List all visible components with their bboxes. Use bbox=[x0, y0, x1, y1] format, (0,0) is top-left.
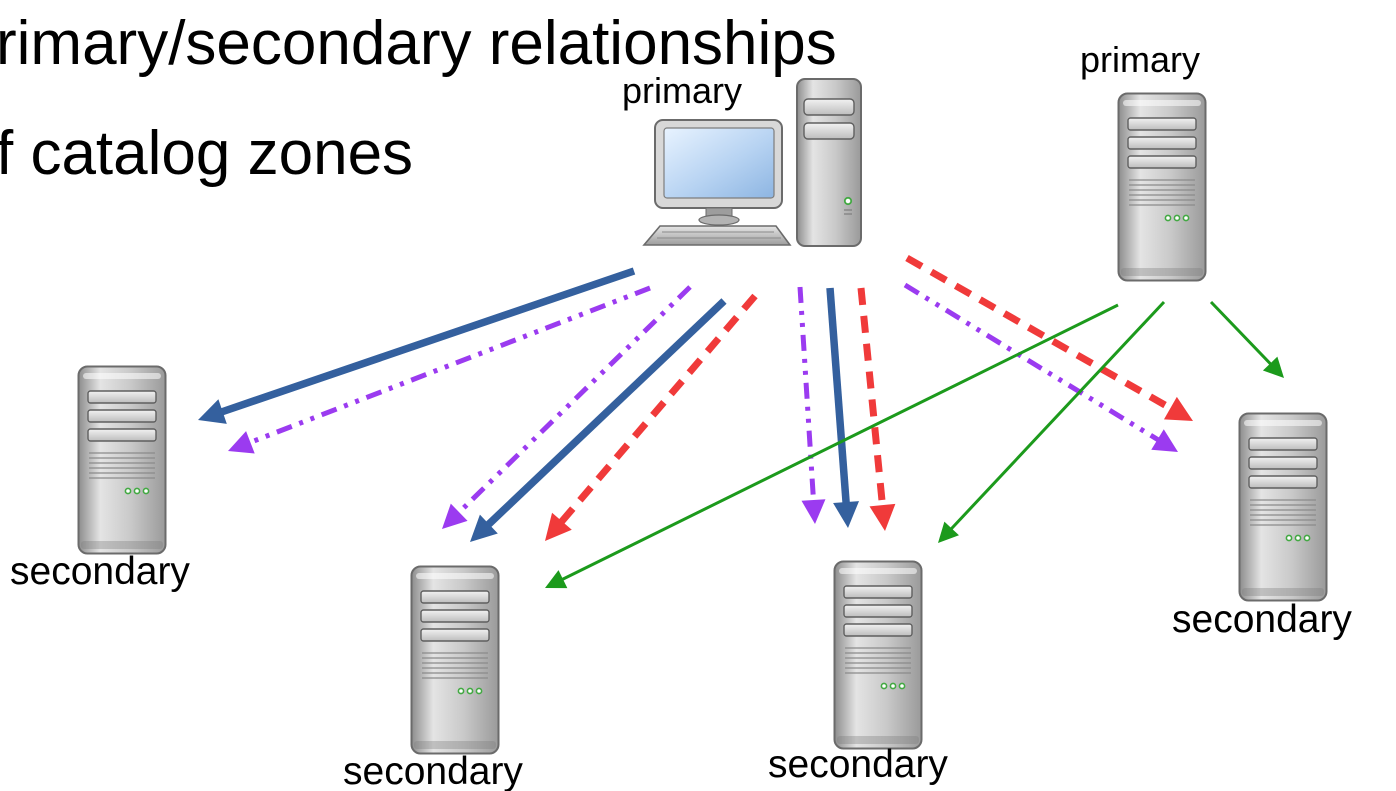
arrow-green-thin-secondary-mid-right bbox=[949, 300, 1166, 531]
secondary-right-label: secondary bbox=[1172, 598, 1352, 641]
arrow-red-dashed-secondary-right bbox=[905, 254, 1174, 413]
primary-workstation-label: primary bbox=[622, 70, 742, 111]
connection-arrows bbox=[198, 254, 1284, 589]
arrow-purple-dash-dot-secondary-mid-right bbox=[797, 286, 817, 503]
arrowhead bbox=[228, 431, 255, 454]
arrowhead bbox=[938, 521, 959, 543]
arrowhead bbox=[545, 570, 568, 589]
arrowhead bbox=[1163, 396, 1193, 421]
arrowhead bbox=[545, 512, 572, 541]
primary-server-label: primary bbox=[1080, 39, 1200, 80]
arrowhead bbox=[801, 499, 826, 524]
arrowhead bbox=[833, 501, 860, 528]
secondary-mid-right-label: secondary bbox=[768, 743, 948, 786]
arrow-red-dashed-secondary-mid-left bbox=[557, 293, 758, 526]
primary-workstation: primary bbox=[622, 70, 862, 247]
secondary-mid-left-label: secondary bbox=[343, 750, 523, 791]
arrow-purple-dash-dot-secondary-left bbox=[247, 285, 651, 446]
arrow-purple-dash-dot-secondary-right bbox=[903, 282, 1161, 443]
arrow-purple-dash-dot-secondary-mid-left bbox=[455, 285, 692, 516]
desktop-computer-with-tower-icon bbox=[642, 78, 862, 247]
secondary-left-label: secondary bbox=[10, 550, 190, 593]
primary-server: primary bbox=[1080, 39, 1207, 282]
title-line-2: f catalog zones bbox=[0, 119, 413, 188]
arrow-green-thin-secondary-right bbox=[1209, 300, 1273, 367]
arrowhead bbox=[1151, 429, 1178, 452]
title-line-1: rimary/secondary relationships bbox=[0, 9, 837, 78]
arrowhead bbox=[1262, 356, 1284, 378]
arrow-blue-solid-secondary-mid-left bbox=[484, 298, 727, 529]
server-tower-icon bbox=[1238, 412, 1328, 602]
arrowhead bbox=[442, 503, 468, 529]
arrowhead bbox=[869, 503, 896, 531]
arrowhead bbox=[198, 399, 227, 424]
secondary-server-mid-left: secondary bbox=[343, 565, 523, 791]
arrow-green-thin-secondary-mid-left bbox=[560, 303, 1119, 582]
arrow-blue-solid-secondary-left bbox=[219, 267, 636, 416]
arrowhead bbox=[470, 514, 498, 542]
arrow-red-dashed-secondary-mid-right bbox=[857, 287, 887, 508]
secondary-server-left: secondary bbox=[10, 365, 190, 593]
server-tower-icon bbox=[77, 365, 167, 555]
server-tower-icon bbox=[410, 565, 500, 755]
server-tower-icon bbox=[1117, 92, 1207, 282]
server-tower-icon bbox=[833, 560, 923, 750]
secondary-server-right: secondary bbox=[1172, 412, 1352, 641]
secondary-server-mid-right: secondary bbox=[768, 560, 948, 786]
arrow-blue-solid-secondary-mid-right bbox=[826, 287, 850, 505]
